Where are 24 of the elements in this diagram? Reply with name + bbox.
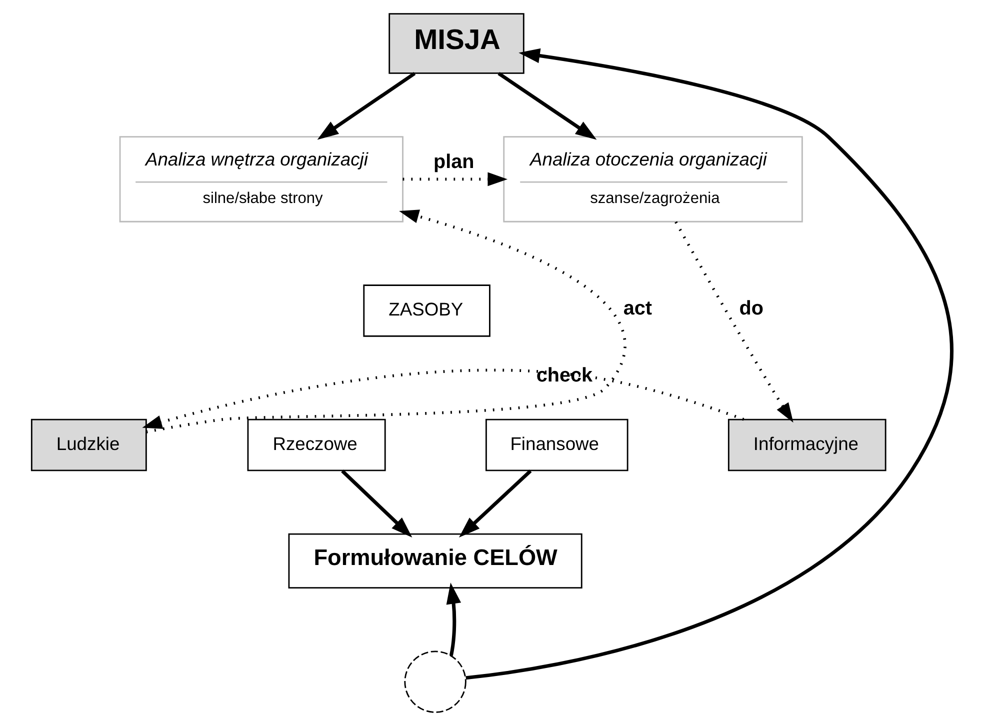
arrow <box>674 221 793 423</box>
node-box: Rzeczowe <box>246 418 386 472</box>
node-box: Formułowanie CELÓW <box>288 533 582 588</box>
node-box: ZASOBY <box>362 284 490 337</box>
arrow <box>458 470 532 538</box>
edge-label: check <box>536 364 592 387</box>
node-box: Analiza wnętrza organizacji silne/słabe strony <box>118 136 403 222</box>
arrow <box>142 368 744 429</box>
arrow <box>465 48 953 680</box>
arrow <box>316 72 416 140</box>
arrow <box>340 470 412 538</box>
node-box: Analiza otoczenia organizacji szanse/zagrożenia <box>502 136 802 222</box>
edge-label: act <box>622 298 652 320</box>
node-box: Informacyjne <box>727 418 886 472</box>
edge-label: do <box>738 298 763 320</box>
node-box: Ludzkie <box>30 418 146 472</box>
node-circle <box>404 650 466 713</box>
arrow <box>497 72 596 140</box>
arrow <box>446 582 461 656</box>
arrow <box>402 172 508 186</box>
node-box: MISJA <box>388 13 524 74</box>
node-box: Finansowe <box>484 418 628 472</box>
arrow <box>146 210 626 434</box>
edge-label: plan <box>433 151 474 174</box>
